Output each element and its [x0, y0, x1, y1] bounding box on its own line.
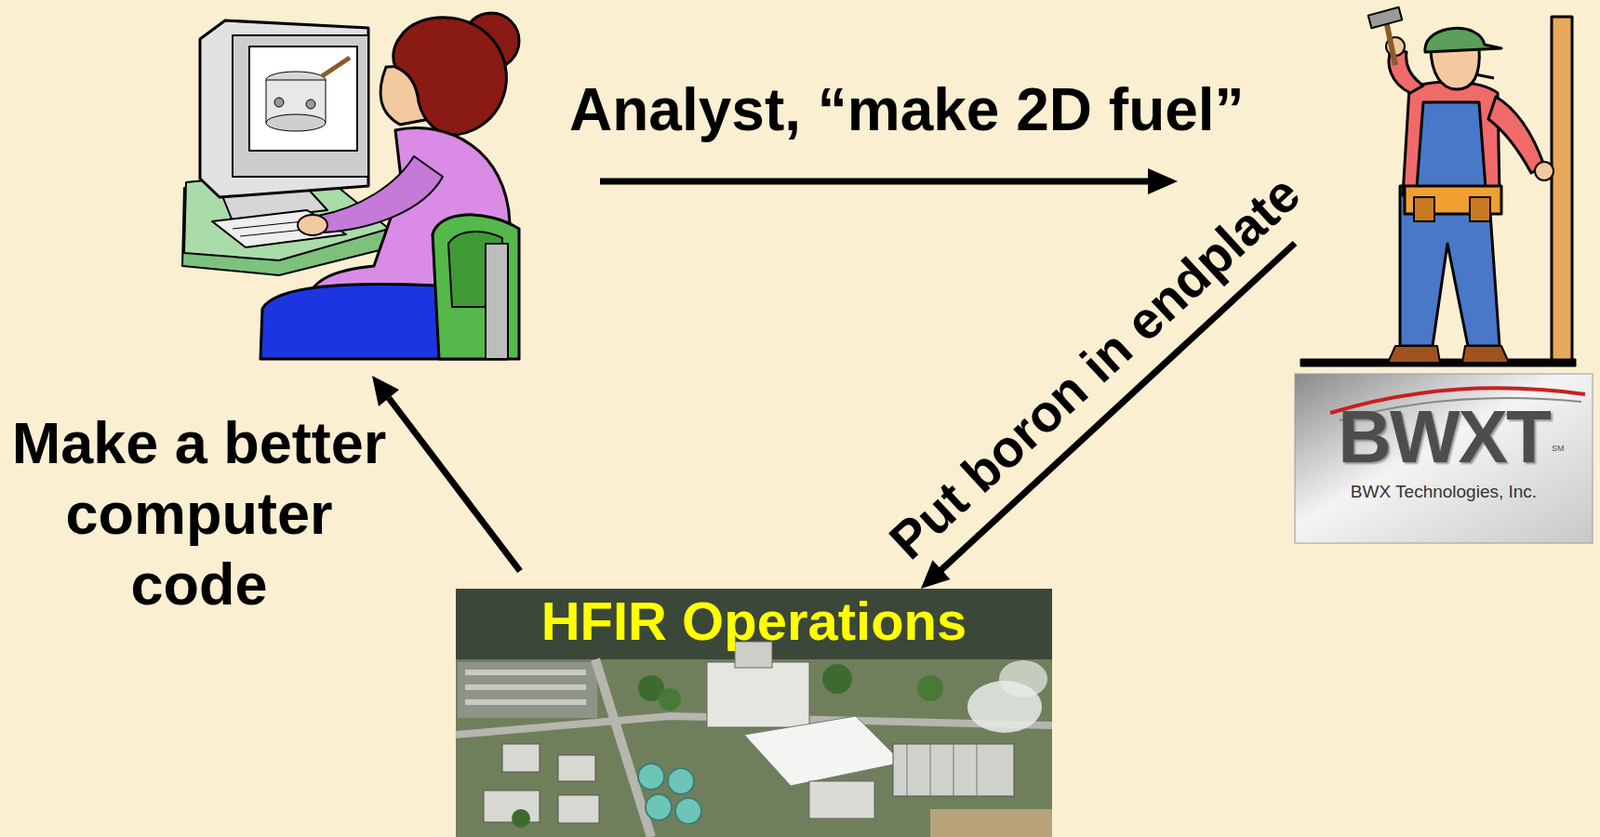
service-mark-wrap: SM	[1551, 444, 1565, 454]
service-mark: SM	[1551, 444, 1565, 454]
site-photo	[455, 588, 1053, 837]
feedback-arrow	[372, 375, 520, 572]
connector-line	[938, 242, 1295, 573]
feedback-label: Make a better computer code	[0, 407, 399, 620]
site-title: HFIR Operations	[455, 590, 1053, 654]
site-photo-box: HFIR Operations	[455, 588, 1053, 837]
worker-illustration	[1300, 7, 1576, 367]
edge-label: Put boron in endplate	[880, 166, 1309, 569]
connector	[920, 242, 1295, 589]
request-arrow	[600, 168, 1178, 195]
logo-plate	[1294, 373, 1593, 544]
request-label: Analyst, “make 2D fuel”	[569, 76, 1245, 146]
analyst-illustration	[182, 13, 520, 360]
logo-wordmark: BWXT	[1294, 400, 1593, 475]
logo-company-name: BWX Technologies, Inc.	[1294, 481, 1593, 504]
edge-label-wrap: Put boron in endplate	[880, 166, 1309, 569]
feedback-label-wrap: Make a better computer code	[0, 407, 399, 620]
request-label-wrap: Analyst, “make 2D fuel”	[569, 76, 1245, 146]
contractor-group: BWXT BWX Technologies, Inc.	[1294, 9, 1593, 530]
arrow-head	[920, 560, 951, 589]
